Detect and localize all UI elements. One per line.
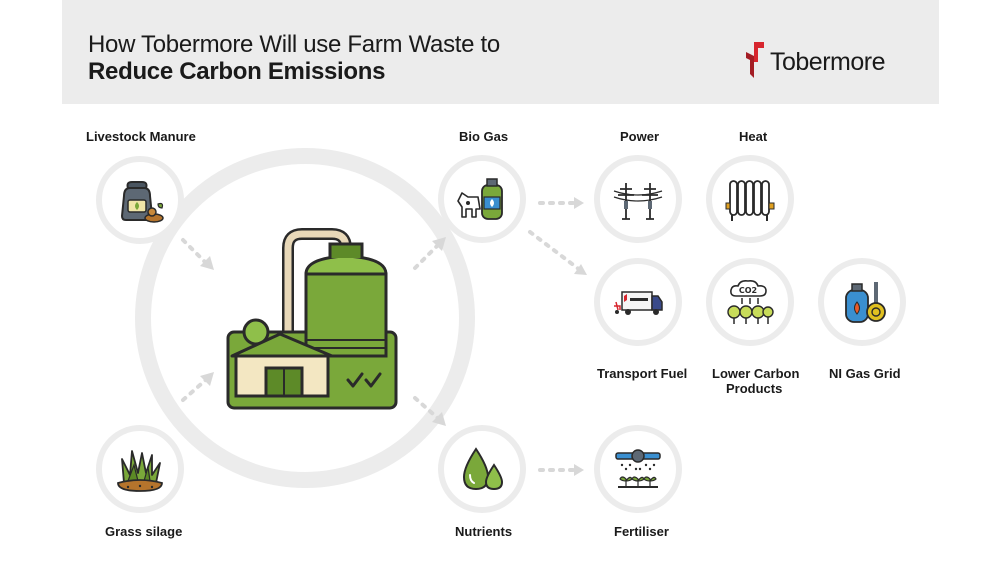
cow-gas-cylinder-icon [457, 178, 503, 220]
delivery-truck-icon [614, 291, 663, 315]
page-title-line2: Reduce Carbon Emissions [88, 58, 386, 85]
radiator-icon [725, 180, 775, 221]
grass-icon [117, 450, 163, 492]
arrow-manure-to-plant [181, 238, 210, 267]
label-bio-gas: Bio Gas [459, 129, 509, 144]
label-fertiliser: Fertiliser [614, 524, 669, 539]
node-transport-fuel [594, 258, 682, 346]
water-drops-icon [462, 447, 504, 491]
node-heat [706, 155, 794, 243]
tobermore-logo: Tobermore [744, 40, 914, 80]
node-nutrients [438, 425, 526, 513]
label-lower-carbon-line1: Lower Carbon [712, 366, 800, 381]
power-pylon-icon [613, 183, 663, 220]
label-lower-carbon-line2: Products [726, 381, 783, 396]
node-ni-gas-grid [818, 258, 906, 346]
sprinkler-icon [615, 449, 661, 488]
arrow-biogas-to-transport [528, 230, 582, 272]
label-livestock-manure: Livestock Manure [86, 129, 196, 144]
page-title-line1: How Tobermore Will use Farm Waste to [88, 31, 500, 58]
node-bio-gas [438, 155, 526, 243]
node-livestock-manure [96, 156, 184, 244]
label-transport-fuel: Transport Fuel [597, 366, 688, 381]
node-lower-carbon-products: CO2 [706, 258, 794, 346]
label-grass-silage: Grass silage [105, 524, 183, 539]
label-ni-gas-grid: NI Gas Grid [829, 366, 901, 381]
logo-text: Tobermore [770, 48, 886, 76]
node-power [594, 155, 682, 243]
anaerobic-digester-plant-icon [226, 228, 398, 410]
tobermore-logo-mark-icon [746, 42, 764, 78]
arrow-silage-to-plant [181, 376, 210, 402]
node-fertiliser [594, 425, 682, 513]
header-banner: How Tobermore Will use Farm Waste to Red… [62, 0, 939, 104]
node-grass-silage [96, 425, 184, 513]
label-power: Power [620, 129, 660, 144]
label-heat: Heat [739, 129, 768, 144]
label-nutrients: Nutrients [455, 524, 513, 539]
gas-meter-icon [845, 282, 886, 323]
arrow-plant-to-biogas [413, 241, 442, 270]
svg-text:CO2: CO2 [739, 286, 757, 295]
manure-bag-icon [120, 181, 164, 223]
process-ring [135, 148, 475, 488]
co2-trees-icon: CO2 [727, 280, 774, 324]
